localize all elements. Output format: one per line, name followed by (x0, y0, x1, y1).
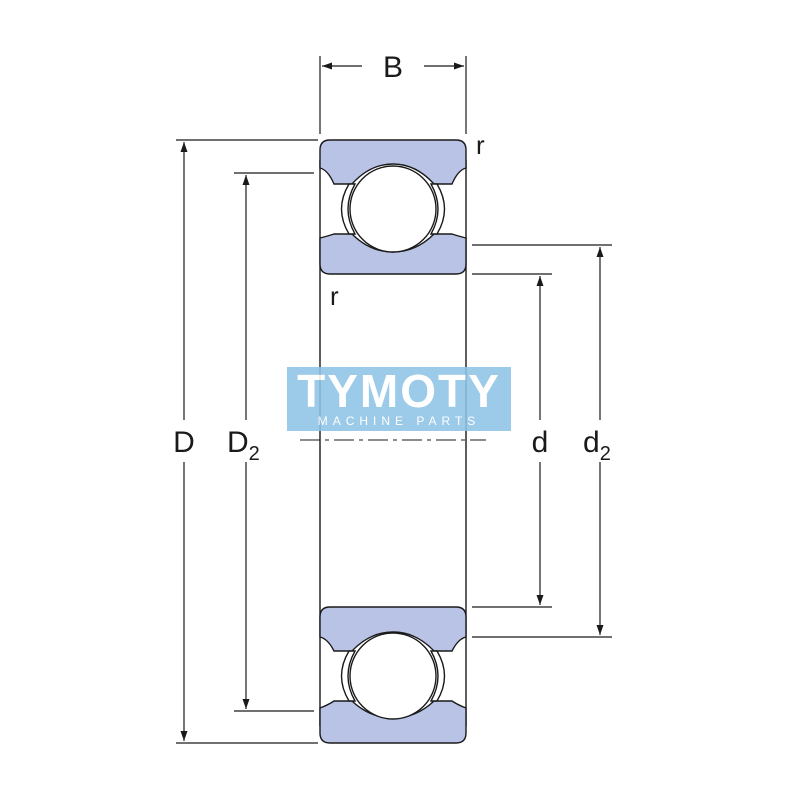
label-d2: d2 (583, 426, 611, 465)
watermark: TYMOTY MACHINE PARTS (287, 365, 511, 431)
bearing-cross-section (300, 139, 486, 744)
label-D2-sub: 2 (249, 443, 260, 465)
top-outer-ring (319, 139, 467, 185)
bottom-inner-ring (319, 606, 467, 652)
label-d2-main: d (583, 426, 600, 459)
bottom-right-shield (429, 650, 446, 702)
top-left-shield (340, 183, 357, 235)
dimension-labels: B r r D D2 d d2 (173, 51, 611, 465)
top-right-shield (429, 183, 446, 235)
bottom-left-shield (340, 650, 357, 702)
label-D: D (173, 426, 195, 459)
watermark-title: TYMOTY (297, 365, 501, 417)
dimension-lines (180, 62, 604, 741)
top-ring-section (319, 139, 467, 275)
label-D2: D2 (227, 426, 260, 465)
label-d2-sub: 2 (600, 443, 611, 465)
bottom-ball (349, 632, 437, 720)
extension-lines (176, 56, 612, 744)
label-r-inner: r (330, 281, 339, 311)
watermark-subtitle: MACHINE PARTS (318, 414, 481, 428)
label-B: B (383, 51, 403, 84)
bottom-ring-section (319, 606, 467, 744)
top-ball (349, 165, 437, 253)
label-r-top: r (476, 130, 485, 160)
watermark-background (287, 367, 511, 431)
label-d: d (532, 426, 549, 459)
label-D2-main: D (227, 426, 249, 459)
